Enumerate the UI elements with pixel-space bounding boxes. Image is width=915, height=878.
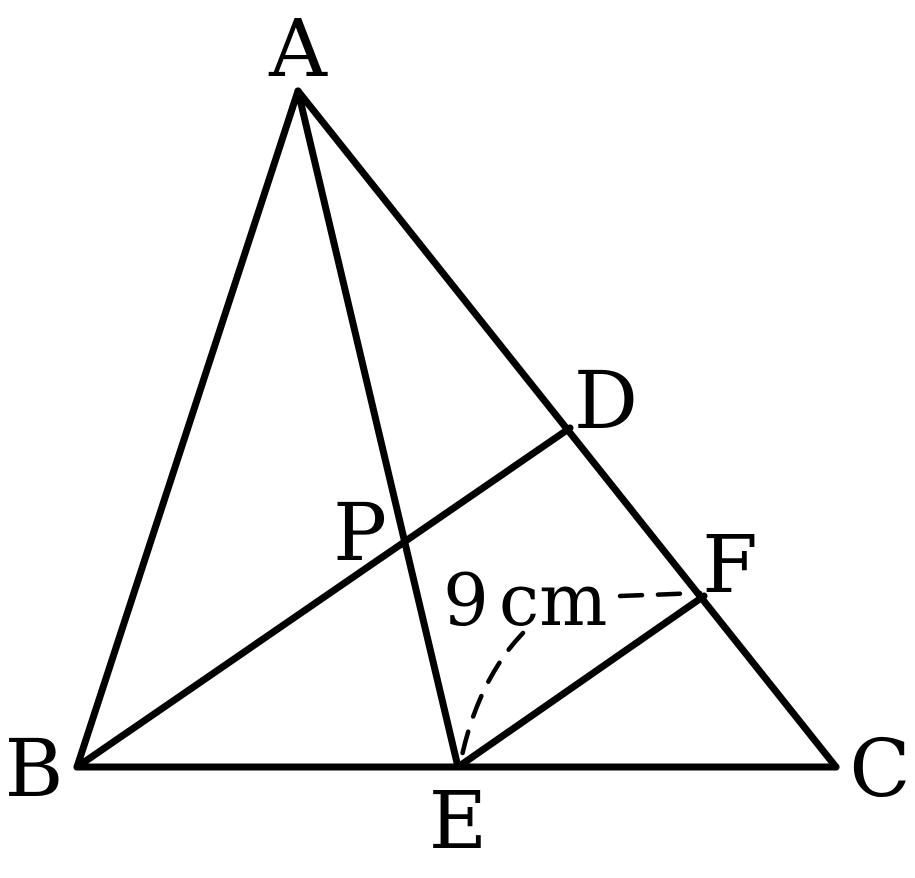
label-point-E: E	[429, 774, 487, 867]
label-point-A: A	[268, 2, 328, 95]
label-point-F: F	[702, 518, 758, 611]
measurement-leader-E	[458, 630, 526, 763]
label-point-B: B	[5, 722, 64, 815]
segment-AE	[294, 87, 462, 771]
label-point-P: P	[333, 486, 387, 579]
label-point-C: C	[849, 722, 910, 815]
measurement-leader-F	[617, 590, 703, 599]
label-point-D: D	[574, 354, 638, 447]
segment-BD	[73, 424, 574, 771]
segment-EF	[454, 592, 708, 771]
measurement-value: 9	[443, 558, 489, 642]
segment-AB	[73, 87, 302, 771]
measurement-unit: cm	[499, 558, 608, 642]
